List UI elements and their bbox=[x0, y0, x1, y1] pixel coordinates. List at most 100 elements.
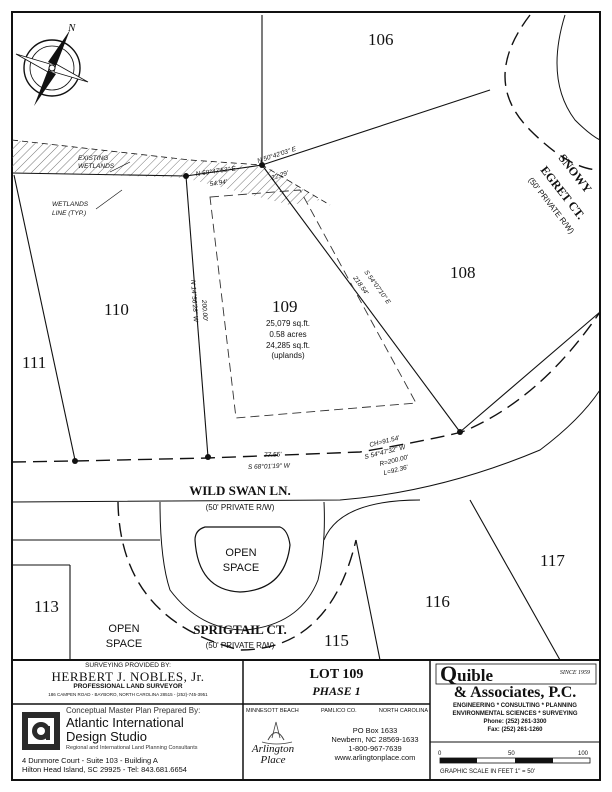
lot-line-north-110 bbox=[11, 172, 187, 177]
lot-number-113: 113 bbox=[34, 597, 59, 616]
location-county: PAMLICO CO. bbox=[321, 708, 357, 714]
lot-number-115: 115 bbox=[324, 631, 349, 650]
aids-tagline: Regional and International Land Planning… bbox=[66, 745, 198, 751]
wild-swan-south-row bbox=[11, 389, 601, 503]
lot-109-uplands-boundary bbox=[209, 189, 417, 419]
quible-phone: Phone: (252) 261-3300 bbox=[483, 719, 547, 725]
street-sprigtail: SPRIGTAIL CT. bbox=[193, 622, 286, 637]
corner-marker bbox=[205, 454, 211, 460]
prepared-by-label: Conceptual Master Plan Prepared By: bbox=[66, 706, 201, 715]
lot-number-117: 117 bbox=[540, 551, 565, 570]
quible-details: & Associates, P.C. ENGINEERING * CONSULT… bbox=[432, 684, 598, 742]
aids-address-2: Hilton Head Island, SC 29925 - Tel: 843.… bbox=[22, 765, 187, 774]
surveyor-address: 186 CAMPEN ROAD - BAYBORO, NORTH CAROLIN… bbox=[48, 692, 208, 697]
surveying-provided-label: SURVEYING PROVIDED BY: bbox=[85, 662, 171, 669]
wetlands-line-label-2: LINE (TYP.) bbox=[52, 210, 86, 217]
lot-title: LOT 109 bbox=[309, 667, 364, 682]
quible-logo-frame bbox=[435, 663, 597, 685]
scale-100: 100 bbox=[578, 751, 589, 757]
snowy-egret-edge bbox=[556, 14, 601, 141]
open-space-a-label-2: SPACE bbox=[223, 562, 259, 574]
toll-free-phone: 1-800-967-7639 bbox=[348, 744, 402, 753]
existing-wetlands-label-2: WETLANDS bbox=[78, 163, 115, 170]
lot-number-109: 109 bbox=[272, 297, 298, 316]
corner-marker bbox=[72, 458, 78, 464]
scale-text: GRAPHIC SCALE IN FEET 1" = 50' bbox=[440, 769, 535, 775]
arlington-place-logo-icon bbox=[261, 721, 293, 745]
lot-number-110: 110 bbox=[104, 300, 129, 319]
street-sprigtail-rw: (50' PRIVATE R/W) bbox=[206, 641, 275, 650]
corner-marker bbox=[259, 162, 265, 168]
lot-line-east-109 bbox=[261, 164, 461, 433]
corner-marker bbox=[183, 173, 189, 179]
open-space-b-label: OPEN bbox=[108, 623, 139, 635]
lot-number-111: 111 bbox=[22, 353, 46, 372]
scale-50: 50 bbox=[508, 751, 515, 757]
lot-line-110-111 bbox=[13, 174, 76, 461]
distance-south: 77.55' bbox=[264, 451, 282, 459]
lot-line-west-109 bbox=[185, 175, 209, 458]
bearing-south: S 68°01'19" W bbox=[248, 462, 291, 471]
sheet-border bbox=[11, 11, 601, 781]
quible-fax: Fax: (252) 261-1260 bbox=[487, 727, 543, 733]
open-space-island bbox=[194, 526, 291, 593]
aids-address-1: 4 Dunmore Court - Suite 103 - Building A bbox=[22, 756, 158, 765]
scale-0: 0 bbox=[438, 751, 442, 757]
lot-109-area-acres: 0.58 acres bbox=[269, 330, 306, 339]
bearing-west: N 14°56'28" W bbox=[189, 280, 200, 324]
wild-swan-curb bbox=[323, 499, 421, 541]
lot-number-106: 106 bbox=[368, 30, 394, 49]
distance-north: 54.94' bbox=[209, 179, 228, 188]
arlington-contact: PO Box 1633 Newbern, NC 28569-1633 1-800… bbox=[322, 726, 428, 770]
phase-title: PHASE 1 bbox=[312, 684, 361, 698]
snowy-egret-row-west bbox=[504, 14, 601, 171]
quible-logo-q: Q bbox=[440, 664, 458, 684]
surveyor-block: SURVEYING PROVIDED BY: HERBERT J. NOBLES… bbox=[14, 662, 242, 704]
po-box: PO Box 1633 bbox=[352, 726, 398, 735]
lot-line-116-117 bbox=[469, 499, 561, 661]
corner-marker bbox=[457, 429, 463, 435]
arlington-place-logo: Arlington Place bbox=[246, 744, 300, 774]
lot-line-115-116 bbox=[355, 539, 381, 661]
open-space-b-label-2: SPACE bbox=[106, 638, 142, 650]
quible-services-2: ENVIRONMENTAL SCIENCES * SURVEYING bbox=[452, 711, 578, 717]
surveyor-name: HERBERT J. NOBLES, Jr. bbox=[51, 669, 205, 684]
aids-name-1: Atlantic International bbox=[66, 715, 184, 730]
quible-services-1: ENGINEERING * CONSULTING * PLANNING bbox=[453, 703, 577, 709]
north-arrow-icon bbox=[15, 30, 89, 106]
place-text: Place bbox=[260, 754, 286, 766]
lot-109-uplands-label: (uplands) bbox=[271, 351, 305, 360]
sprigtail-row bbox=[117, 501, 357, 651]
lot-109-area-sqft: 25,079 sq.ft. bbox=[266, 319, 310, 328]
quible-logo-rest: uible bbox=[457, 666, 494, 684]
aids-address-block: 4 Dunmore Court - Suite 103 - Building A… bbox=[22, 756, 242, 778]
existing-wetlands-area bbox=[12, 140, 320, 205]
city-state-zip: Newbern, NC 28569-1633 bbox=[331, 735, 419, 744]
wetlands-line-label: WETLANDS bbox=[52, 201, 89, 208]
wetlands-line bbox=[11, 139, 331, 206]
distance-west: 200.00' bbox=[200, 299, 209, 322]
aids-logo-icon bbox=[22, 712, 60, 750]
street-wild-swan-rw: (50' PRIVATE R/W) bbox=[206, 503, 275, 512]
sprigtail-curb bbox=[159, 501, 325, 631]
lot-line-106-108 bbox=[261, 89, 491, 166]
surveyor-title: PROFESSIONAL LAND SURVEYOR bbox=[73, 683, 183, 690]
location-beach: MINNESOTT BEACH bbox=[246, 708, 299, 714]
aids-block: Conceptual Master Plan Prepared By: Atla… bbox=[66, 706, 242, 756]
quible-logo: Quible SINCE 1959 bbox=[440, 664, 596, 684]
lot-line-108-south bbox=[459, 311, 601, 433]
existing-wetlands-label: EXISTING bbox=[78, 155, 108, 162]
quible-since: SINCE 1959 bbox=[559, 670, 590, 676]
quible-name: & Associates, P.C. bbox=[453, 684, 577, 701]
lot-line-north-109 bbox=[185, 164, 263, 177]
website-link[interactable]: www.arlingtonplace.com bbox=[334, 753, 416, 762]
street-wild-swan: WILD SWAN LN. bbox=[189, 483, 291, 498]
north-label: N bbox=[67, 22, 76, 34]
wetlands-line-leader bbox=[95, 189, 123, 210]
graphic-scale-bar bbox=[439, 757, 591, 764]
location-state: NORTH CAROLINA bbox=[378, 708, 428, 714]
location-line: MINNESOTT BEACH PAMLICO CO. NORTH CAROLI… bbox=[246, 708, 428, 718]
arlington-text: Arlington bbox=[251, 744, 295, 755]
aids-name-2: Design Studio bbox=[66, 729, 147, 744]
